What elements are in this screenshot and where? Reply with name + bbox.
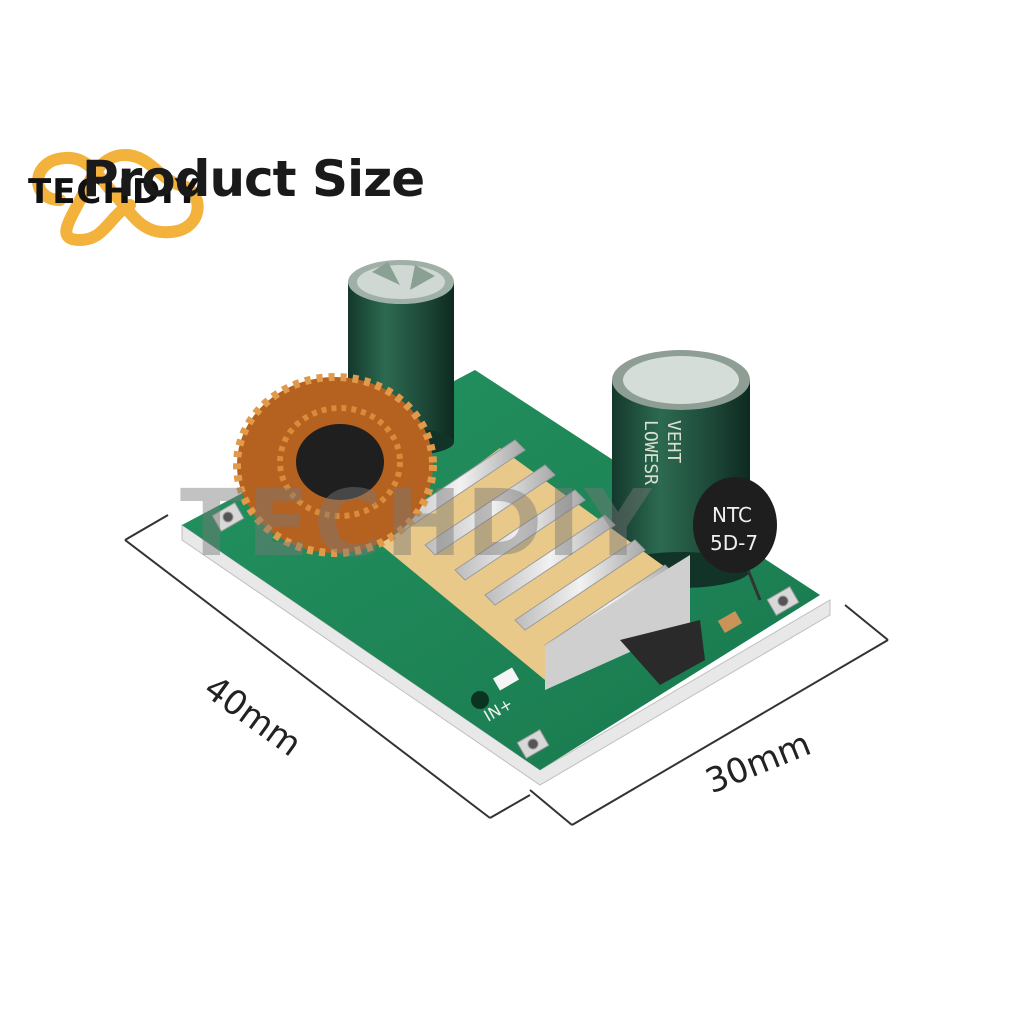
ntc-thermistor: NTC 5D-7 (693, 477, 777, 601)
capacitor-left (348, 260, 454, 456)
toroid-inductor (233, 373, 437, 557)
page-title: Product Size (82, 150, 425, 208)
ntc-marking-1: NTC (712, 503, 752, 527)
watermark-text: TECHDIY (180, 470, 656, 577)
heatsink (375, 439, 705, 690)
brand-logo-icon (32, 148, 204, 247)
dimension-lines (124, 514, 889, 826)
mounting-holes (211, 502, 800, 759)
brand-logo-text: TECHDIY (28, 172, 201, 212)
capacitor-marking-1: VEHT (663, 420, 684, 464)
capacitor-marking-2: LOWESR (640, 420, 661, 485)
ntc-marking-2: 5D-7 (710, 531, 758, 555)
